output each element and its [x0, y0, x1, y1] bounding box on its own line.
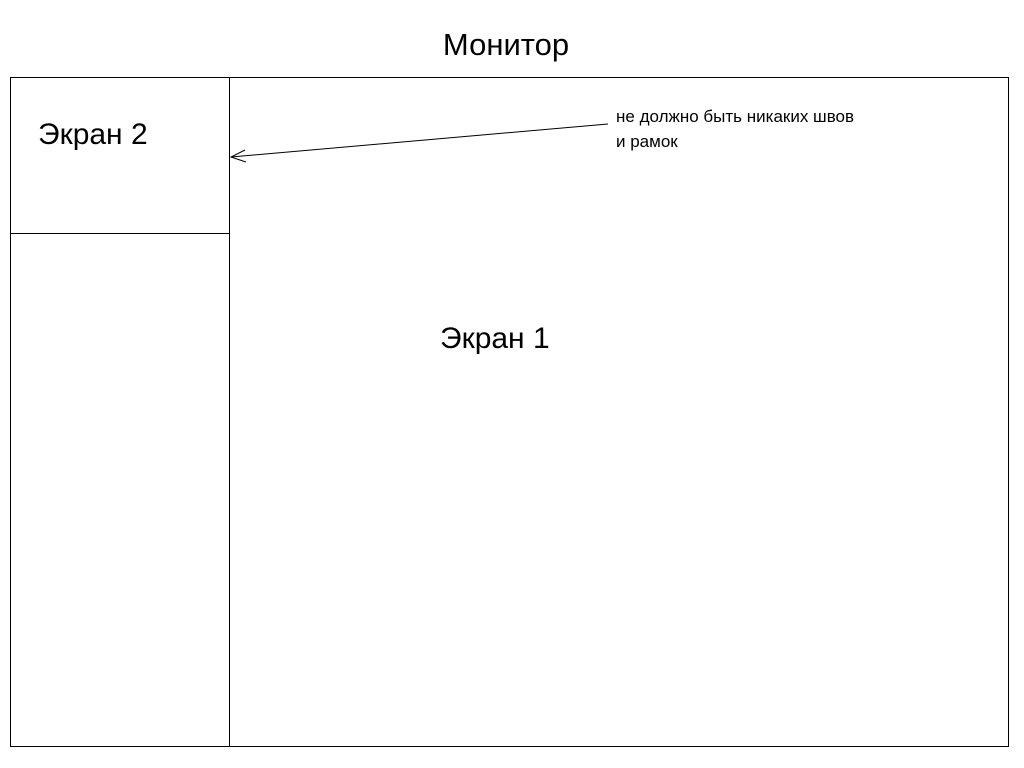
- monitor-title: Монитор: [443, 27, 569, 62]
- screen1-label: Экран 1: [440, 322, 550, 355]
- monitor-frame: [10, 77, 1009, 747]
- arrow-icon: [229, 123, 609, 163]
- screen2-label: Экран 2: [38, 118, 148, 151]
- annotation-line1: не должно быть никаких швов: [616, 107, 854, 126]
- annotation-line2: и рамок: [616, 132, 678, 151]
